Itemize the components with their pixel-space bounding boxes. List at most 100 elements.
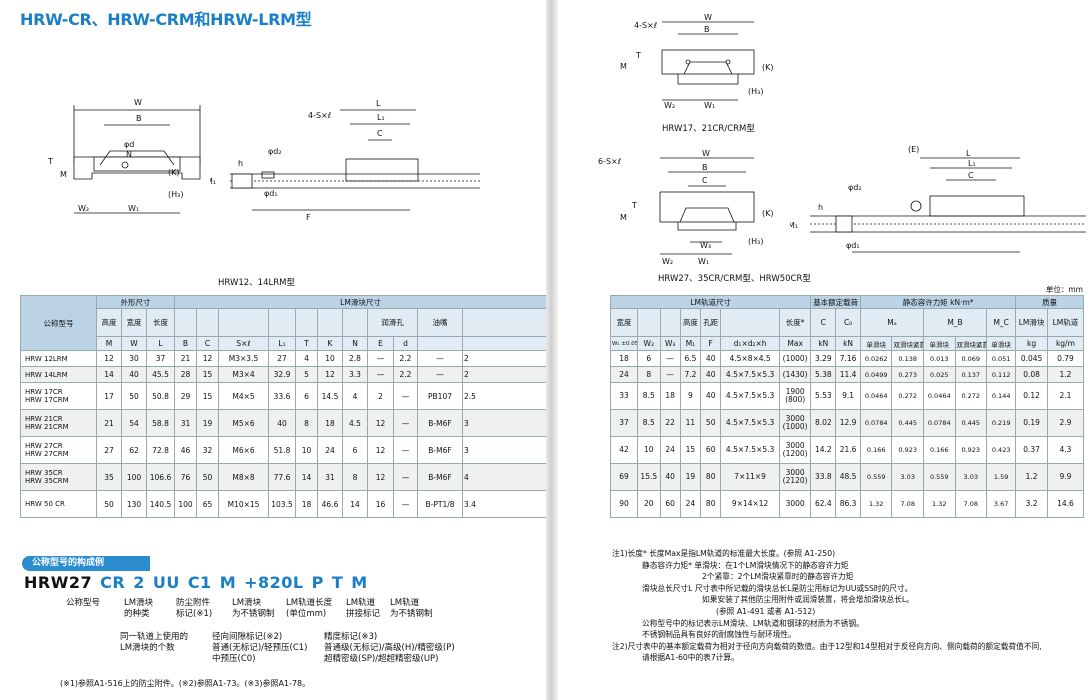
dim-F: F — [306, 213, 311, 222]
dim-K: (K) — [168, 168, 180, 177]
table-cell: 24 — [609, 366, 639, 383]
table-cell: 32 — [196, 436, 219, 464]
moment-MC: M_C — [986, 308, 1017, 337]
table-cell: 69 — [609, 463, 639, 491]
table-cell: 27 — [96, 436, 122, 464]
table-cell: 50.8 — [146, 382, 175, 410]
table-cell: 54 — [121, 409, 147, 437]
table-cell: 0.0784 — [859, 409, 893, 437]
table-cell: 0.272 — [954, 382, 988, 410]
table-cell: 14.2 — [810, 436, 837, 464]
svg-text:M: M — [620, 213, 627, 222]
moment-MA: Mₐ — [859, 308, 924, 337]
table-cell: 29 — [174, 382, 197, 410]
table-cell: 58.8 — [146, 409, 175, 437]
table-cell: 0.025 — [922, 366, 956, 383]
table-cell: 1.32 — [922, 490, 956, 518]
table-cell: 6 — [637, 350, 661, 367]
table-cell: 40 — [700, 366, 722, 383]
note-7: 公称型号中的标记表示LM滑块、LM轨道和钢球的材质为不锈钢。 — [642, 618, 864, 628]
table-cell: 5.53 — [810, 382, 837, 410]
table-cell: 0.79 — [1046, 350, 1085, 367]
table-cell: 8.02 — [810, 409, 837, 437]
svg-text:C: C — [702, 176, 708, 185]
table-cell: 76 — [174, 463, 197, 491]
table-cell: 35 — [96, 463, 122, 491]
model-code-part: CR — [100, 573, 126, 592]
table-cell: 7×11×9 — [720, 463, 780, 491]
table-cell: 9 — [679, 382, 702, 410]
moment-MB: M_B — [922, 308, 988, 337]
table-cell: 3.03 — [954, 463, 988, 491]
table-cell: 7.16 — [835, 350, 861, 367]
svg-text:h: h — [818, 203, 823, 212]
svg-text:T: T — [635, 51, 641, 60]
model-code-part: UU — [152, 573, 180, 592]
table-cell: 0.138 — [891, 350, 924, 367]
table-cell: 2.2 — [393, 366, 418, 383]
unit-note: 单位：mm — [1045, 285, 1083, 294]
footnote: (※1)参照A1-516上的防尘附件。(※2)参照A1-73。(※3)参照A1-… — [60, 679, 311, 688]
table-cell: 12 — [196, 350, 219, 367]
table-cell: 0.045 — [1015, 350, 1048, 367]
table-cell: 12 — [96, 350, 122, 367]
table-cell: 2.2 — [393, 350, 418, 367]
dim-L1: L₁ — [377, 113, 385, 122]
table-cell: 12 — [367, 463, 394, 491]
table-cell: 45.5 — [146, 366, 175, 383]
table-cell: 15 — [679, 436, 702, 464]
model-code-part: T — [331, 573, 344, 592]
table-cell: 62.4 — [810, 490, 837, 518]
table-cell: 3.4 — [462, 490, 547, 518]
table-cell: 14.5 — [317, 382, 343, 410]
group-block: LM滑块尺寸 — [174, 295, 547, 309]
table-cell: — — [417, 366, 463, 383]
table-cell: 33 — [609, 382, 639, 410]
table-cell: 0.445 — [891, 409, 924, 437]
side-view-drawing-left: L L₁ C 4-S×ℓ φd₂ φd₁ h M₁ F — [210, 99, 480, 222]
model-cell: HRW 27CR HRW 27CRM — [20, 436, 97, 464]
cross-section-drawing-right-top: 4-S×ℓ W B (K) (H₃) M T W₂ W₁ — [620, 13, 774, 110]
table-cell: 3 — [462, 436, 547, 464]
model-code-part: C1 — [187, 573, 212, 592]
model-cell: HRW 35CR HRW 35CRM — [20, 463, 97, 491]
table-cell: 0.051 — [986, 350, 1017, 367]
table-cell: 14 — [295, 463, 318, 491]
table-cell: 8 — [637, 366, 661, 383]
table-cell: 14.6 — [1046, 490, 1085, 518]
label-model: 公称型号 — [66, 598, 101, 608]
table-cell: 46.6 — [317, 490, 343, 518]
table-cell: 86.3 — [835, 490, 861, 518]
table-cell: 3.29 — [810, 350, 837, 367]
svg-text:M: M — [620, 62, 627, 71]
dim-C: C — [377, 129, 383, 138]
table-cell: 17 — [96, 382, 122, 410]
table-cell: 46 — [174, 436, 197, 464]
col-model: 公称型号 — [20, 295, 97, 351]
table-cell: B-M6F — [417, 463, 463, 491]
table-cell: 8.5 — [637, 409, 661, 437]
table-cell: 130 — [121, 490, 147, 518]
svg-text:(K): (K) — [762, 63, 774, 72]
table-cell: 103.5 — [268, 490, 296, 518]
left-page: HRW-CR、HRW-CRM和HRW-LRM型 W B φd N (K) (H₃… — [20, 10, 547, 688]
model-cell: HRW 12LRM — [20, 350, 97, 367]
table-cell: 100 — [174, 490, 197, 518]
table-cell: M4×5 — [218, 382, 269, 410]
svg-text:T: T — [631, 201, 637, 210]
model-code-part: HRW27 — [24, 573, 93, 592]
table-cell: 0.273 — [891, 366, 924, 383]
table-cell: 18 — [317, 409, 343, 437]
table-cell: 3000 — [778, 490, 812, 518]
table-cell: PB107 — [417, 382, 463, 410]
bolt-spec-6: 6-S×ℓ — [598, 157, 621, 166]
table-cell: 0.112 — [986, 366, 1017, 383]
svg-text:W₁: W₁ — [704, 101, 715, 110]
label-accuracy: 精度标记(※3) 普通级(无标记)/高级(H)/精密级(P) 超精密级(SP)/… — [324, 632, 455, 664]
table-cell: 0.08 — [1015, 366, 1048, 383]
svg-text:W₁: W₁ — [698, 257, 709, 266]
